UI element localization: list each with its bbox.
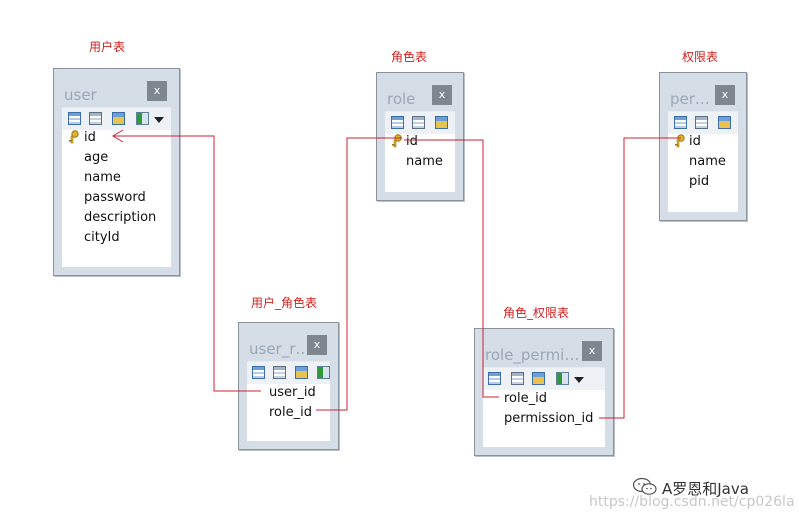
relation-user-role-role-id-to-role-id xyxy=(316,137,402,411)
caption-role-table: 角色表 xyxy=(391,50,428,64)
field-id[interactable]: id xyxy=(406,134,418,149)
relation-role-permission-permission-id-to-permission-id xyxy=(599,137,681,419)
key-field-icon[interactable] xyxy=(295,366,308,379)
table-title: role_permi… xyxy=(485,346,580,364)
key-field-icon[interactable] xyxy=(718,116,731,129)
caption-user-table: 用户表 xyxy=(89,40,126,54)
field-user-id[interactable]: user_id xyxy=(269,385,316,400)
field-role-id[interactable]: role_id xyxy=(504,391,547,406)
table-toolbar xyxy=(483,368,605,390)
remove-field-icon[interactable] xyxy=(695,116,708,129)
field-id[interactable]: id xyxy=(689,134,701,149)
key-field-icon[interactable] xyxy=(112,112,125,125)
close-icon[interactable]: x xyxy=(432,85,452,105)
table-toolbar xyxy=(62,108,171,130)
field-panel: role_id permission_id xyxy=(483,367,605,447)
field-role-id[interactable]: role_id xyxy=(269,405,312,420)
close-icon[interactable]: x xyxy=(147,81,167,101)
key-field-icon[interactable] xyxy=(435,116,448,129)
remove-field-icon[interactable] xyxy=(511,372,524,385)
caption-user-role-table: 用户_角色表 xyxy=(251,296,318,310)
caption-permission-table: 权限表 xyxy=(682,50,719,64)
add-field-icon[interactable] xyxy=(488,372,501,385)
field-name[interactable]: name xyxy=(406,154,443,169)
remove-field-icon[interactable] xyxy=(412,116,425,129)
field-password[interactable]: password xyxy=(84,190,146,205)
table-role-permission[interactable]: role_permi… x role_id permission_id xyxy=(474,328,614,456)
table-title: user xyxy=(64,86,97,104)
close-icon[interactable]: x xyxy=(715,85,735,105)
remove-field-icon[interactable] xyxy=(89,112,102,125)
add-field-icon[interactable] xyxy=(674,116,687,129)
relation-user-role-user-id-to-user-id xyxy=(113,135,261,392)
watermark-url: https://blog.csdn.net/cp026la xyxy=(589,494,795,510)
field-age[interactable]: age xyxy=(84,150,109,165)
field-panel: id name pid xyxy=(668,111,738,212)
relation-user-role-arrowhead xyxy=(112,129,124,143)
field-cityid[interactable]: cityId xyxy=(84,230,120,245)
add-field-icon[interactable] xyxy=(252,366,265,379)
field-permission-id[interactable]: permission_id xyxy=(504,411,594,426)
table-user-role[interactable]: user_r… x user_id role_id xyxy=(238,322,339,450)
caption-role-permission-table: 角色_权限表 xyxy=(503,306,570,320)
remove-field-icon[interactable] xyxy=(273,366,286,379)
close-icon[interactable]: x xyxy=(307,335,327,355)
import-field-icon[interactable] xyxy=(317,366,330,379)
add-field-icon[interactable] xyxy=(391,116,404,129)
key-field-icon[interactable] xyxy=(532,372,545,385)
wechat-icon xyxy=(632,477,657,495)
add-field-icon[interactable] xyxy=(68,112,81,125)
table-toolbar xyxy=(385,112,455,134)
field-panel: user_id role_id xyxy=(247,361,330,441)
table-permission[interactable]: per… x id name pid xyxy=(659,72,747,221)
field-pid[interactable]: pid xyxy=(689,174,710,189)
table-title: role xyxy=(387,90,416,108)
table-role[interactable]: role x id name xyxy=(376,72,464,201)
field-description[interactable]: description xyxy=(84,210,157,225)
field-name[interactable]: name xyxy=(689,154,726,169)
field-id[interactable]: id xyxy=(84,130,96,145)
table-title: user_r… xyxy=(249,340,309,358)
field-panel: id name xyxy=(385,111,455,192)
import-field-icon[interactable] xyxy=(136,112,149,125)
field-name[interactable]: name xyxy=(84,170,121,185)
table-toolbar xyxy=(668,112,738,134)
close-icon[interactable]: x xyxy=(582,341,602,361)
table-title: per… xyxy=(670,90,710,108)
key-icon xyxy=(69,130,79,144)
table-toolbar xyxy=(247,362,330,384)
relation-role-permission-role-id-to-role-id xyxy=(404,139,499,398)
watermark-brand: A罗恩和Java xyxy=(662,480,749,498)
dropdown-arrow-icon[interactable] xyxy=(154,117,164,123)
import-field-icon[interactable] xyxy=(556,372,569,385)
dropdown-arrow-icon[interactable] xyxy=(574,377,584,383)
